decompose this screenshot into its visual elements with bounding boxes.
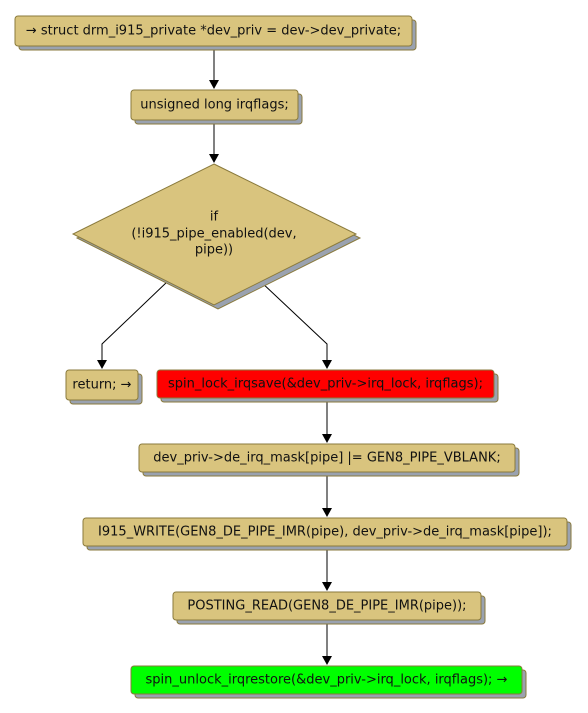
edge-cond-lock — [259, 280, 328, 362]
edges — [97, 46, 332, 665]
arrowhead-cond — [209, 154, 219, 163]
node-return[interactable]: return; → — [65, 369, 143, 405]
arrowhead-lock — [322, 360, 332, 369]
node-start[interactable]: → struct drm_i915_private *dev_priv = de… — [14, 15, 417, 51]
node-decl[interactable]: unsigned long irqflags; — [130, 89, 303, 125]
edge-cond-return — [101, 280, 169, 362]
arrowhead-write — [322, 508, 332, 517]
node-decl-label: unsigned long irqflags; — [140, 98, 288, 113]
node-start-label: → struct drm_i915_private *dev_priv = de… — [26, 24, 401, 39]
node-spin-unlock[interactable]: spin_unlock_irqrestore(&dev_priv->irq_lo… — [130, 665, 527, 699]
node-condition-line-1: if — [210, 210, 219, 225]
node-condition-line-2: (!i915_pipe_enabled(dev, — [131, 227, 296, 242]
node-spin-lock[interactable]: spin_lock_irqsave(&dev_priv->irq_lock, i… — [156, 369, 499, 403]
node-spin-lock-label: spin_lock_irqsave(&dev_priv->irq_lock, i… — [168, 377, 483, 392]
node-return-label: return; → — [72, 378, 131, 393]
arrowhead-return — [97, 360, 107, 369]
node-posting-read[interactable]: POSTING_READ(GEN8_DE_PIPE_IMR(pipe)); — [172, 591, 486, 625]
node-condition-line-3: pipe)) — [195, 243, 233, 258]
node-irq-mask[interactable]: dev_priv->de_irq_mask[pipe] |= GEN8_PIPE… — [138, 443, 520, 477]
arrowhead-post — [322, 582, 332, 591]
arrowhead-decl — [209, 80, 219, 89]
node-spin-unlock-label: spin_unlock_irqrestore(&dev_priv->irq_lo… — [146, 673, 508, 688]
node-posting-read-label: POSTING_READ(GEN8_DE_PIPE_IMR(pipe)); — [187, 599, 466, 614]
node-i915-write-label: I915_WRITE(GEN8_DE_PIPE_IMR(pipe), dev_p… — [98, 525, 552, 540]
arrowhead-mask — [322, 434, 332, 443]
node-i915-write[interactable]: I915_WRITE(GEN8_DE_PIPE_IMR(pipe), dev_p… — [82, 517, 572, 551]
node-condition[interactable]: if (!i915_pipe_enabled(dev, pipe)) — [71, 163, 362, 310]
arrowhead-unlock — [322, 656, 332, 665]
node-irq-mask-label: dev_priv->de_irq_mask[pipe] |= GEN8_PIPE… — [153, 451, 500, 466]
